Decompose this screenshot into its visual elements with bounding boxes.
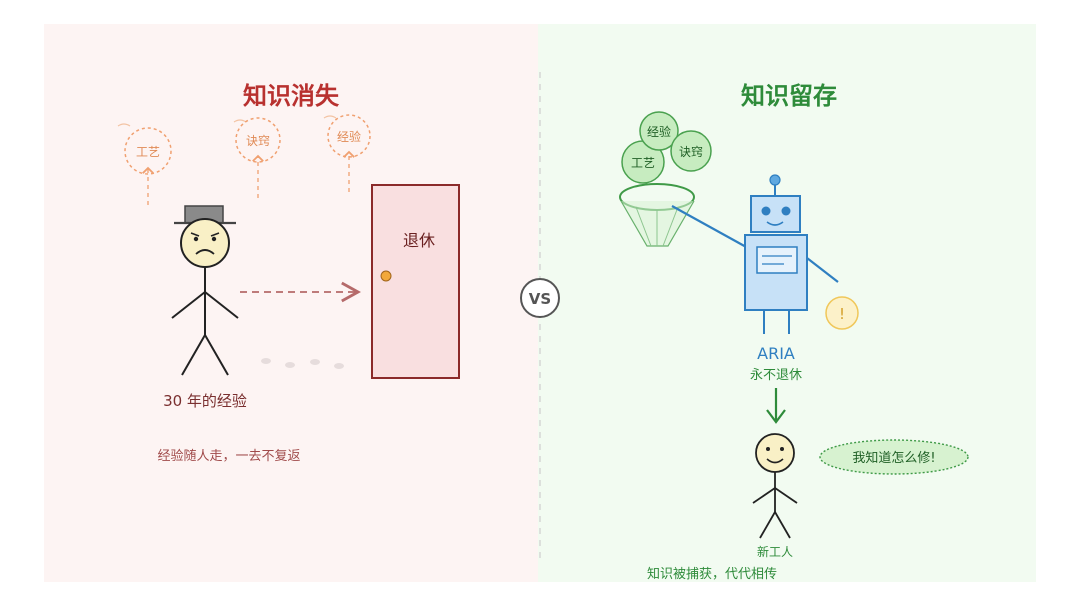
worker-experience-label: 30 年的经验 [163, 392, 247, 410]
right-bubble-craft-label: 工艺 [631, 156, 655, 170]
right-title: 知识留存 [741, 82, 837, 110]
sad-face-icon [180, 218, 230, 268]
left-bubble-knowhow-label: 诀窍 [246, 133, 270, 148]
right-bubble-knowhow-label: 诀窍 [679, 144, 703, 159]
right-caption: 知识被捕获，代代相传 [647, 566, 777, 582]
new-worker-figure [752, 433, 798, 539]
knowledge-net-icon: 工艺 经验 诀窍 [619, 111, 712, 247]
door-label: 退休 [403, 231, 435, 250]
aria-robot [671, 174, 839, 334]
robot-screen-icon [756, 246, 798, 274]
left-bubble-knowhow: 诀窍 [233, 117, 281, 198]
left-caption: 经验随人走，一去不复返 [157, 448, 300, 464]
alert-icon-glyph: ! [839, 305, 845, 323]
left-title: 知识消失 [243, 82, 340, 110]
retiring-worker-figure [171, 205, 239, 376]
alert-icon: ! [825, 296, 859, 330]
footprints-icon [261, 358, 344, 369]
left-bubble-experience-label: 经验 [337, 129, 361, 144]
left-bubble-experience: 经验 [323, 114, 371, 192]
retirement-door [371, 184, 460, 379]
robot-name: ARIA [757, 344, 795, 363]
vs-badge: VS [520, 278, 560, 318]
vs-label: VS [529, 290, 551, 308]
robot-arm-right [806, 257, 839, 283]
speech-bubble: 我知道怎么修! [819, 439, 969, 475]
left-bubble-craft-label: 工艺 [136, 145, 160, 159]
antenna-icon [769, 174, 781, 186]
speech-bubble-text: 我知道怎么修! [852, 450, 935, 466]
happy-face-icon [755, 433, 795, 473]
new-worker-label: 新工人 [757, 544, 793, 559]
robot-tagline: 永不退休 [750, 368, 802, 383]
right-bubble-experience-label: 经验 [647, 124, 671, 139]
robot-arm-left [671, 205, 749, 249]
left-bubble-craft: 工艺 [117, 123, 172, 205]
handover-arrow-icon [766, 388, 786, 424]
robot-head [750, 195, 801, 233]
door-knob-icon [380, 270, 392, 282]
